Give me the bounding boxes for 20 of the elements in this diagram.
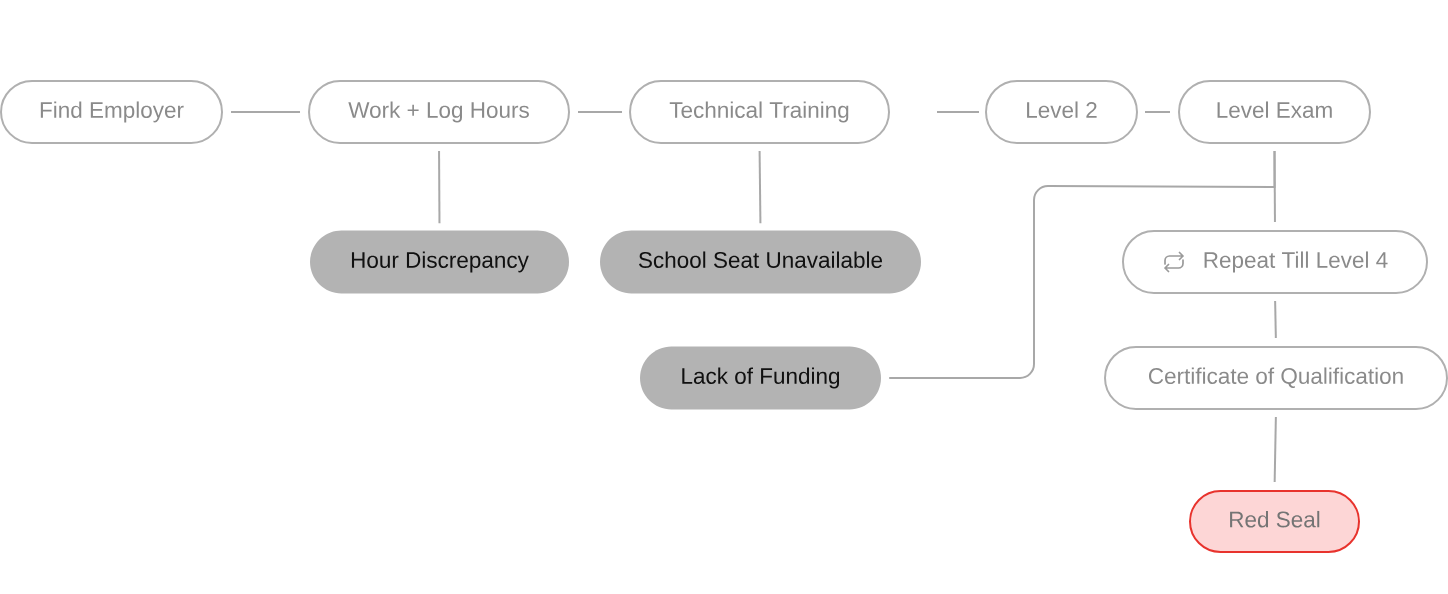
connector-line	[936, 111, 980, 113]
obstacle-pill: School Seat Unavailable	[600, 230, 921, 294]
obstacle-pill: Lack of Funding	[640, 346, 881, 410]
connector-line	[577, 111, 623, 113]
process-pill: Repeat Till Level 4	[1122, 230, 1428, 294]
connector-line	[1274, 300, 1277, 339]
process-pill: Technical Training	[629, 80, 890, 144]
process-pill: Level 2	[985, 80, 1138, 144]
result-pill: Red Seal	[1189, 490, 1360, 553]
process-pill: Find Employer	[0, 80, 223, 144]
connector-line	[1144, 111, 1171, 113]
connector-line	[758, 150, 762, 225]
connector-line	[1273, 416, 1277, 483]
process-pill: Certificate of Qualification	[1104, 346, 1448, 410]
process-pill: Level Exam	[1178, 80, 1371, 144]
connector-line	[438, 150, 441, 225]
connector-line	[230, 111, 301, 113]
obstacle-pill: Hour Discrepancy	[310, 230, 569, 294]
process-pill: Work + Log Hours	[308, 80, 570, 144]
connector-line	[888, 150, 1276, 379]
